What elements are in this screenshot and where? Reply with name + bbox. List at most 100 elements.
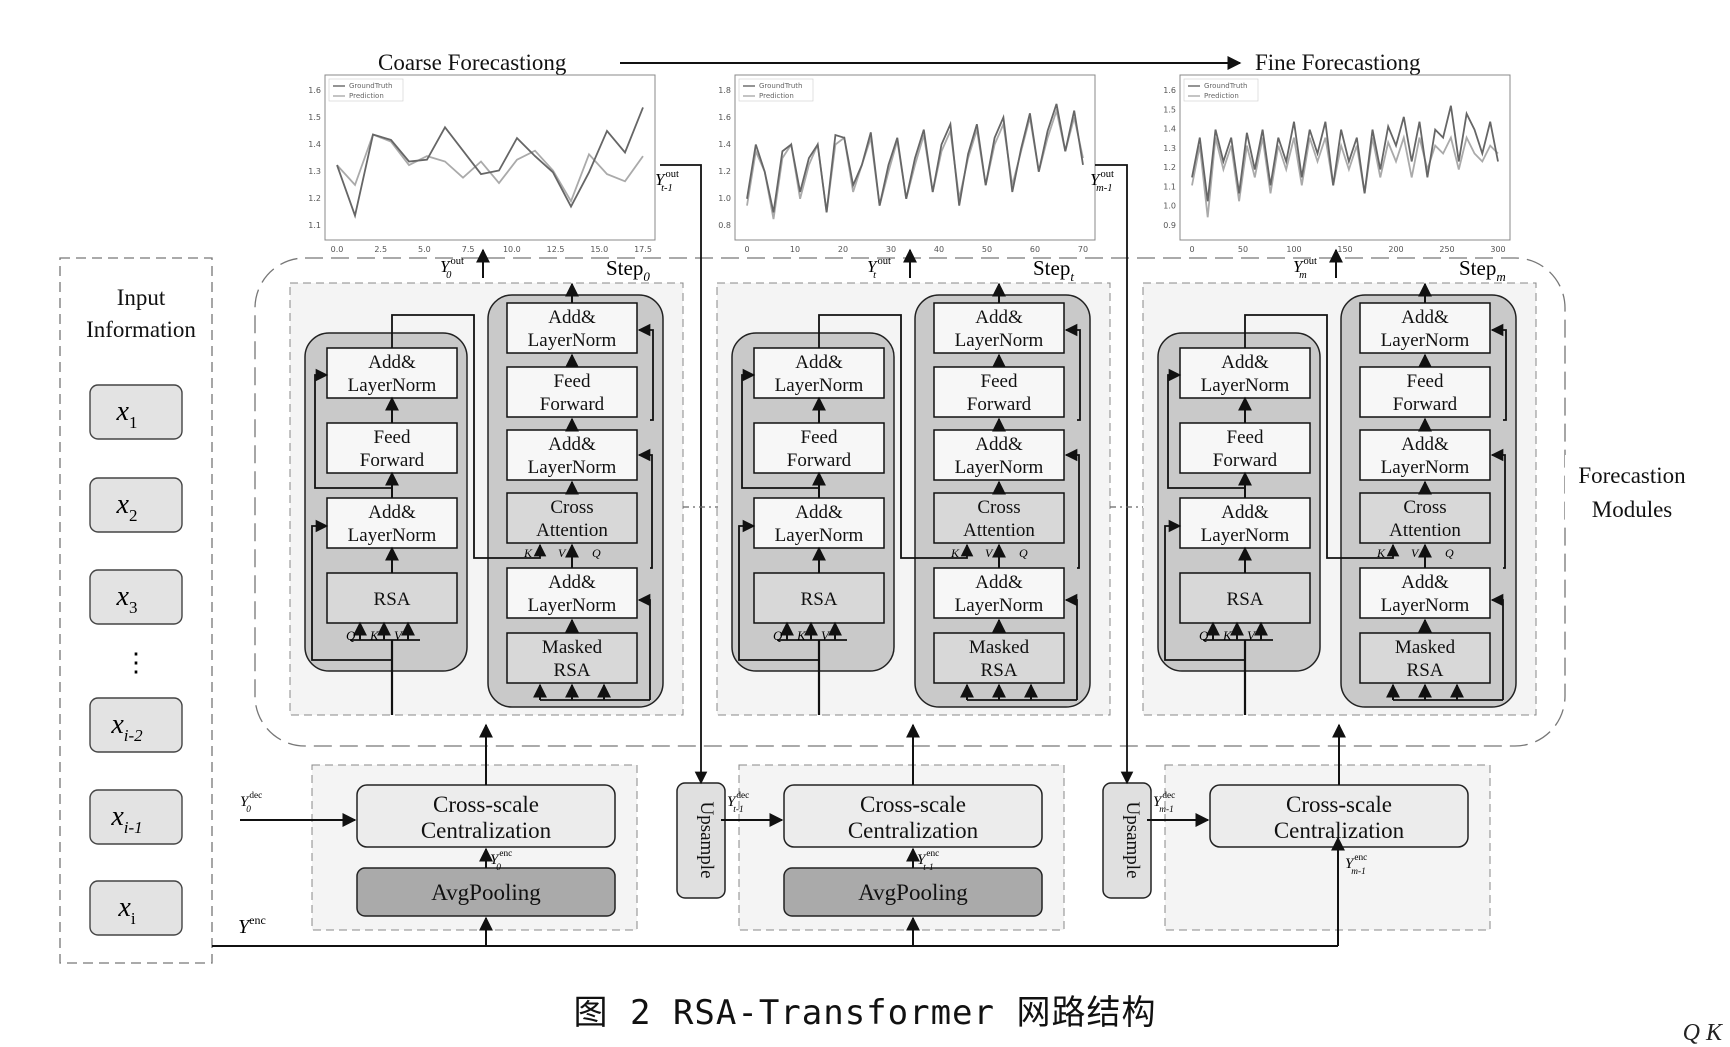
input-information-panel [59,257,213,964]
ground-truth-series [746,103,1084,213]
x-tick-label: 17.5 [634,245,652,254]
input-symbol: xi-1 [110,801,142,837]
cross-scale-line2: Centralization [1274,818,1405,843]
avgpooling-block: AvgPooling [783,867,1043,917]
qkv-label: V [394,628,404,643]
svg-text:Feed: Feed [374,427,411,448]
decoder-residual [1064,323,1081,421]
y-out-m1-label-sub: m-1 [1096,183,1112,194]
input-box [89,569,183,625]
encoder-residual [1164,519,1245,661]
decoder-residual [1490,323,1507,421]
avgpooling-block: AvgPooling [356,867,616,917]
x-tick-label: 70 [1078,245,1088,254]
svg-text:Forward: Forward [787,450,852,471]
y-enc-step-label-2-sub: m-1 [1351,867,1365,877]
corner-qk-text: Q K [1682,1020,1722,1046]
decoder-residual [1490,593,1504,700]
x-tick-label: 12.5 [547,245,565,254]
y-out-label-0-sub: 0 [446,270,452,281]
svg-text:LayerNorm: LayerNorm [955,595,1044,616]
legend-groundtruth: GroundTruth [1204,82,1248,90]
cross-scale-line2: Centralization [421,818,552,843]
x-tick-label: 40 [934,245,944,254]
encoder-residual [741,368,819,489]
decoder-block-add-layernorm: Add&LayerNorm [933,302,1065,354]
y-out-m1-label-sup: out [1100,169,1114,180]
avgpooling-label: AvgPooling [431,880,541,905]
y-tick-label: 1.2 [1163,163,1176,172]
decoder-block-add-layernorm: Add&LayerNorm [1359,429,1491,481]
svg-text:Add&: Add& [548,434,596,455]
input-item-2: x3 [89,569,183,625]
qkv-label: K [1222,628,1233,643]
encoder-block-rsa: RSA [326,572,458,624]
forecast-modules-line2: Modules [1592,497,1673,522]
svg-text:Feed: Feed [1407,371,1444,392]
y-out-label-1-sup: out [877,256,891,267]
svg-text:Attention: Attention [536,520,608,541]
svg-text:Add&: Add& [548,572,596,593]
x-tick-label: 7.5 [462,245,475,254]
encoder-residual [314,368,392,489]
kvq-label: K [1376,546,1386,560]
y-tick-label: 1.3 [1163,144,1176,153]
avgpooling-label: AvgPooling [858,880,968,905]
encoder-residual [738,519,819,661]
encoder-block-add-layernorm: Add&LayerNorm [1179,347,1311,399]
qkv-label: V [1247,628,1257,643]
svg-text:Add&: Add& [1401,307,1449,328]
svg-text:LayerNorm: LayerNorm [955,457,1044,478]
decoder-residual [637,593,651,700]
input-ellipsis: ⋮ [123,648,149,677]
legend-groundtruth: GroundTruth [759,82,803,90]
x-tick-label: 100 [1286,245,1301,254]
kvq-label: V [1411,546,1420,560]
decoder-block-add-layernorm: Add&LayerNorm [1359,302,1491,354]
decoder-block-add-layernorm: Add&LayerNorm [506,302,638,354]
input-item-1: x2 [89,477,183,533]
y-tick-label: 1.4 [1163,125,1176,134]
encoder-to-cross [818,314,974,559]
y-tick-label: 0.8 [718,221,731,230]
input-box [89,697,183,753]
svg-text:Add&: Add& [1221,352,1269,373]
encoder-residual [311,519,392,661]
plot-frame [324,74,656,241]
cross-scale-line1: Cross-scale [860,792,966,817]
legend-prediction: Prediction [1204,92,1239,100]
svg-text:Attention: Attention [963,520,1035,541]
x-tick-label: 10.0 [503,245,521,254]
decoder-residual [1490,448,1506,569]
y-tick-label: 1.4 [308,140,321,149]
encoder-block-add-layernorm: Add&LayerNorm [753,347,885,399]
decoder-residual [1064,448,1080,569]
svg-text:LayerNorm: LayerNorm [955,330,1044,351]
y-enc-line: Yenc [212,836,1345,947]
decoder-block-add-layernorm: Add&LayerNorm [506,429,638,481]
svg-text:Add&: Add& [1221,502,1269,523]
x-tick-label: 300 [1490,245,1505,254]
decoder-block-add-layernorm: Add&LayerNorm [933,429,1065,481]
input-symbol: xi [117,892,135,928]
input-box [89,477,183,533]
svg-text:Feed: Feed [981,371,1018,392]
input-box [89,384,183,440]
svg-text:LayerNorm: LayerNorm [1201,375,1290,396]
svg-text:Feed: Feed [554,371,591,392]
figure-caption: 图 2 RSA-Transformer 网路结构 [573,993,1157,1033]
y-tick-label: 1.0 [718,194,731,203]
legend-prediction: Prediction [759,92,794,100]
x-tick-label: 60 [1030,245,1040,254]
encoder-block-add-layernorm: Add&LayerNorm [326,347,458,399]
